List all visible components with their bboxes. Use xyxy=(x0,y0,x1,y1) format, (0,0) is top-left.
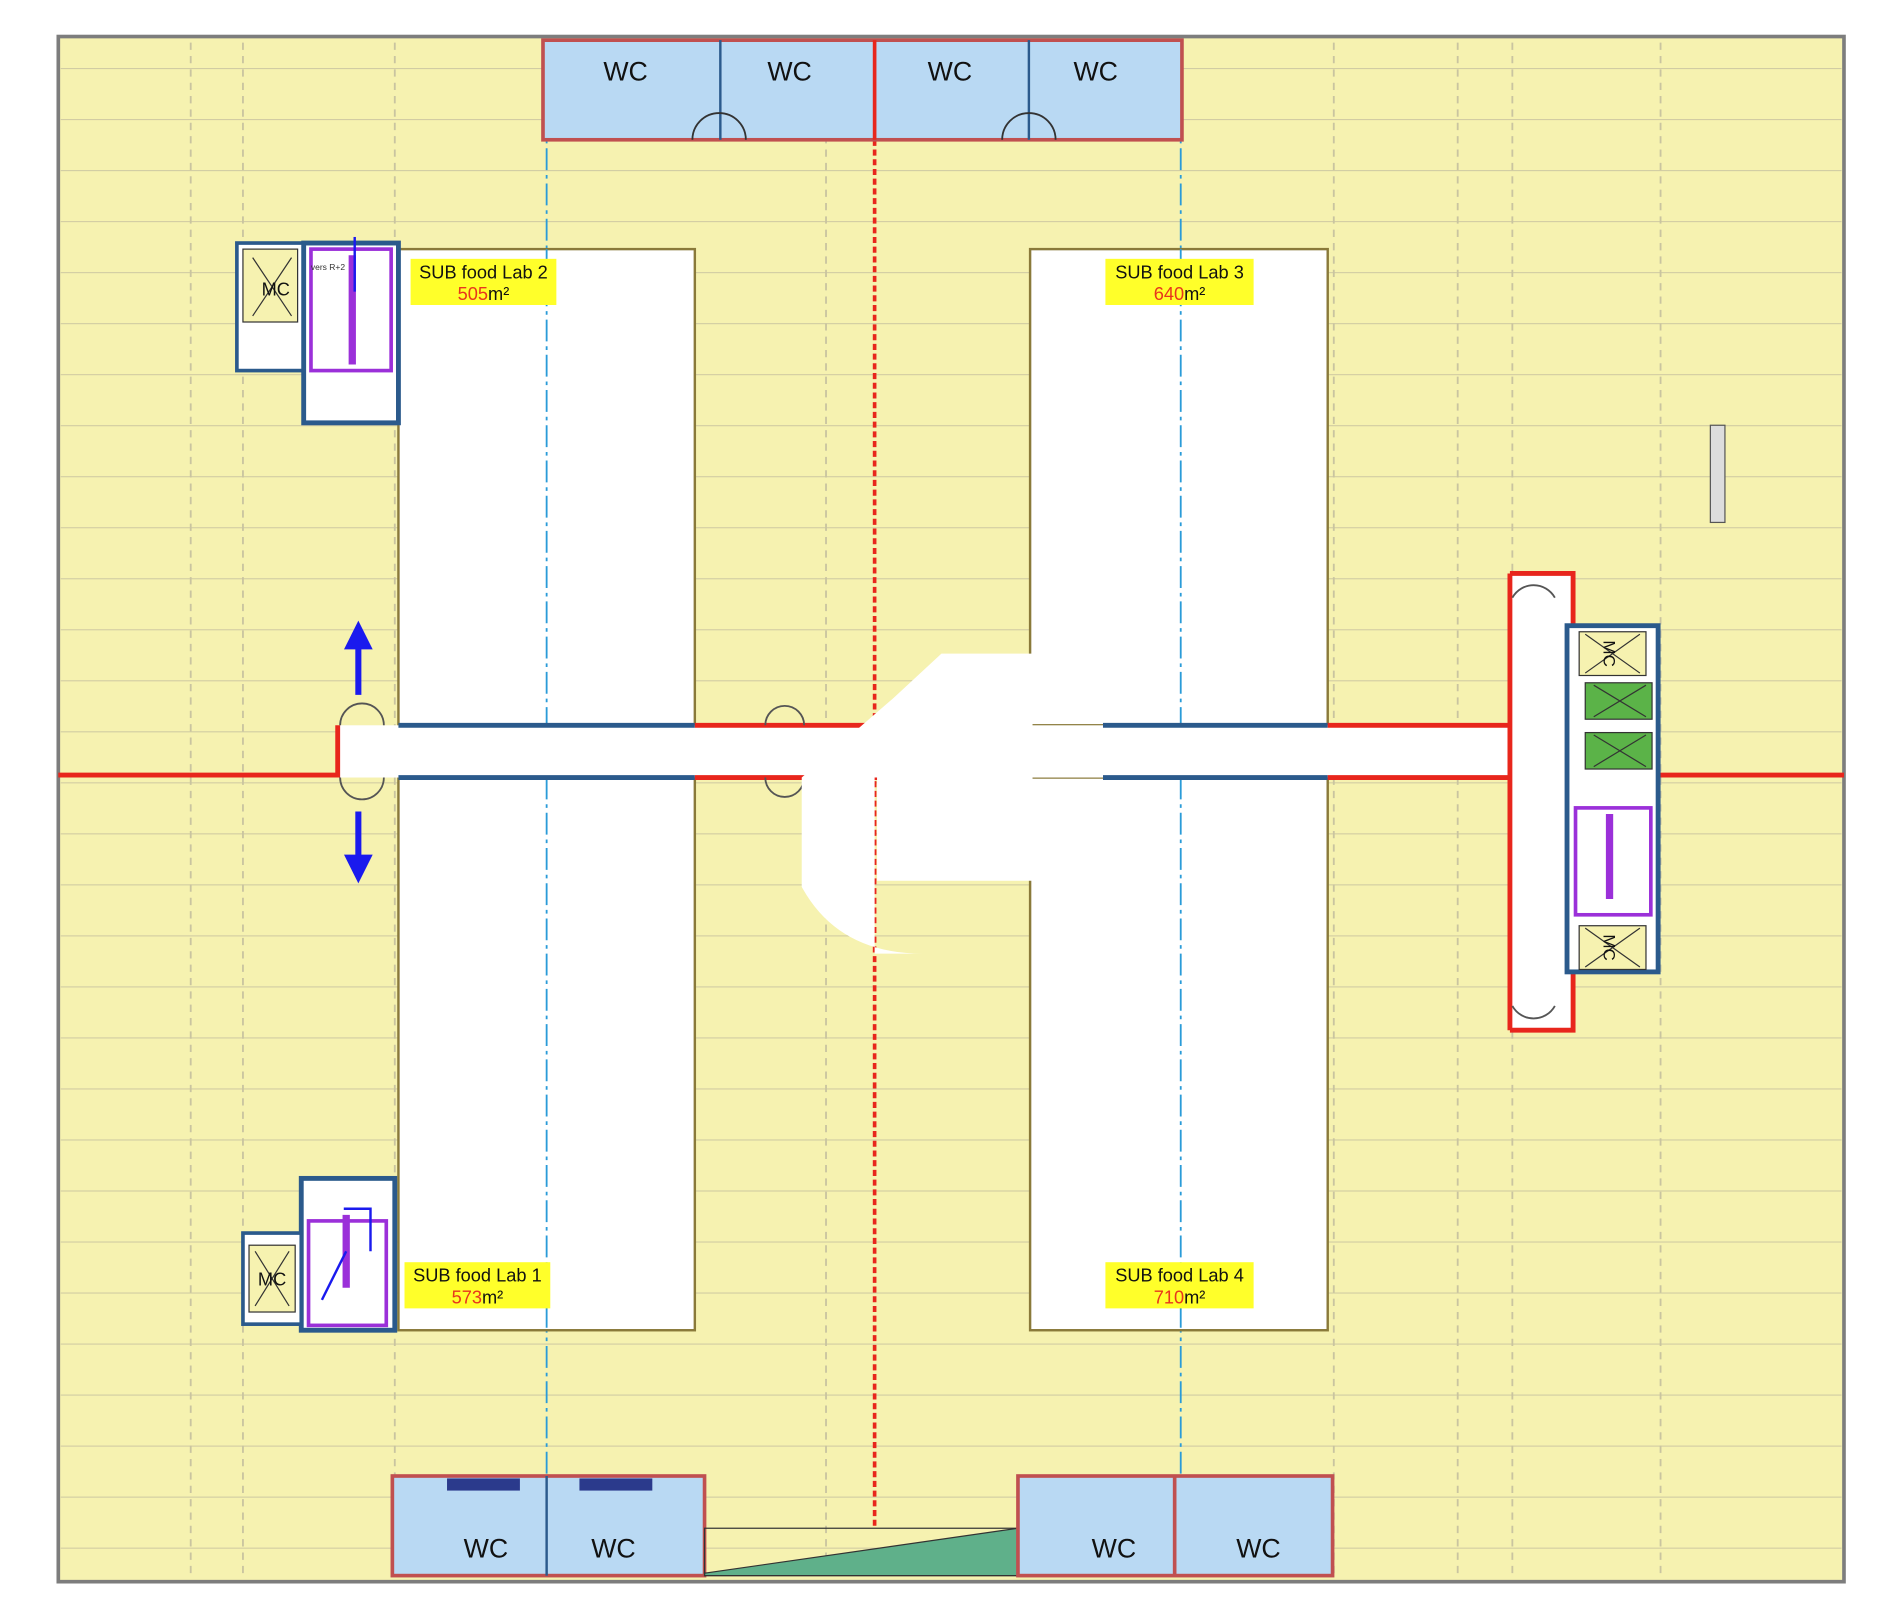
lab-4-name: SUB food Lab 4 xyxy=(1115,1266,1244,1286)
lab-3-room xyxy=(1028,247,1329,727)
lab-2-name: SUB food Lab 2 xyxy=(419,262,548,282)
stair-label: vers R+2 xyxy=(311,262,346,272)
lab-3-area: 640 xyxy=(1154,284,1184,304)
wc-label: WC xyxy=(591,1533,636,1563)
area-unit: m² xyxy=(1184,284,1205,304)
lab-1-name: SUB food Lab 1 xyxy=(413,1266,542,1286)
lab-4-room xyxy=(1028,776,1329,1332)
lab-4-area: 710 xyxy=(1154,1288,1184,1308)
area-unit: m² xyxy=(488,284,509,304)
svg-text:640m²: 640m² xyxy=(1154,284,1206,304)
wc-label: WC xyxy=(1236,1533,1281,1563)
bottom-wc-left-block xyxy=(390,1474,707,1578)
mc-label: MC xyxy=(258,1269,286,1289)
wc-label: WC xyxy=(1092,1533,1137,1563)
center-mark xyxy=(801,653,1033,954)
mc-label: MC xyxy=(1599,934,1618,960)
mc-label: MC xyxy=(1599,640,1618,666)
bottom-wc-right-block xyxy=(1016,1474,1335,1578)
evacuation-arrow-down xyxy=(344,811,373,884)
wc-label: WC xyxy=(603,56,648,86)
evacuation-arrow-up xyxy=(344,620,373,695)
lab-2-area: 505 xyxy=(458,284,488,304)
lab-3-name: SUB food Lab 3 xyxy=(1115,262,1244,282)
mc-label: MC xyxy=(262,279,290,299)
stair-core-right xyxy=(1507,571,1661,1033)
top-wc-block xyxy=(541,38,1184,142)
wc-label: WC xyxy=(928,56,973,86)
svg-text:505m²: 505m² xyxy=(458,284,510,304)
wc-label: WC xyxy=(767,56,812,86)
wc-label: WC xyxy=(464,1533,509,1563)
stair-core-top-left xyxy=(235,236,401,426)
svg-text:573m²: 573m² xyxy=(452,1288,504,1308)
vent-grille-icon xyxy=(1709,424,1726,524)
lab-1-area: 573 xyxy=(452,1288,482,1308)
svg-text:710m²: 710m² xyxy=(1154,1288,1206,1308)
stair-core-bottom-left xyxy=(241,1175,398,1333)
area-unit: m² xyxy=(1184,1288,1205,1308)
wc-label: WC xyxy=(1073,56,1118,86)
area-unit: m² xyxy=(482,1288,503,1308)
